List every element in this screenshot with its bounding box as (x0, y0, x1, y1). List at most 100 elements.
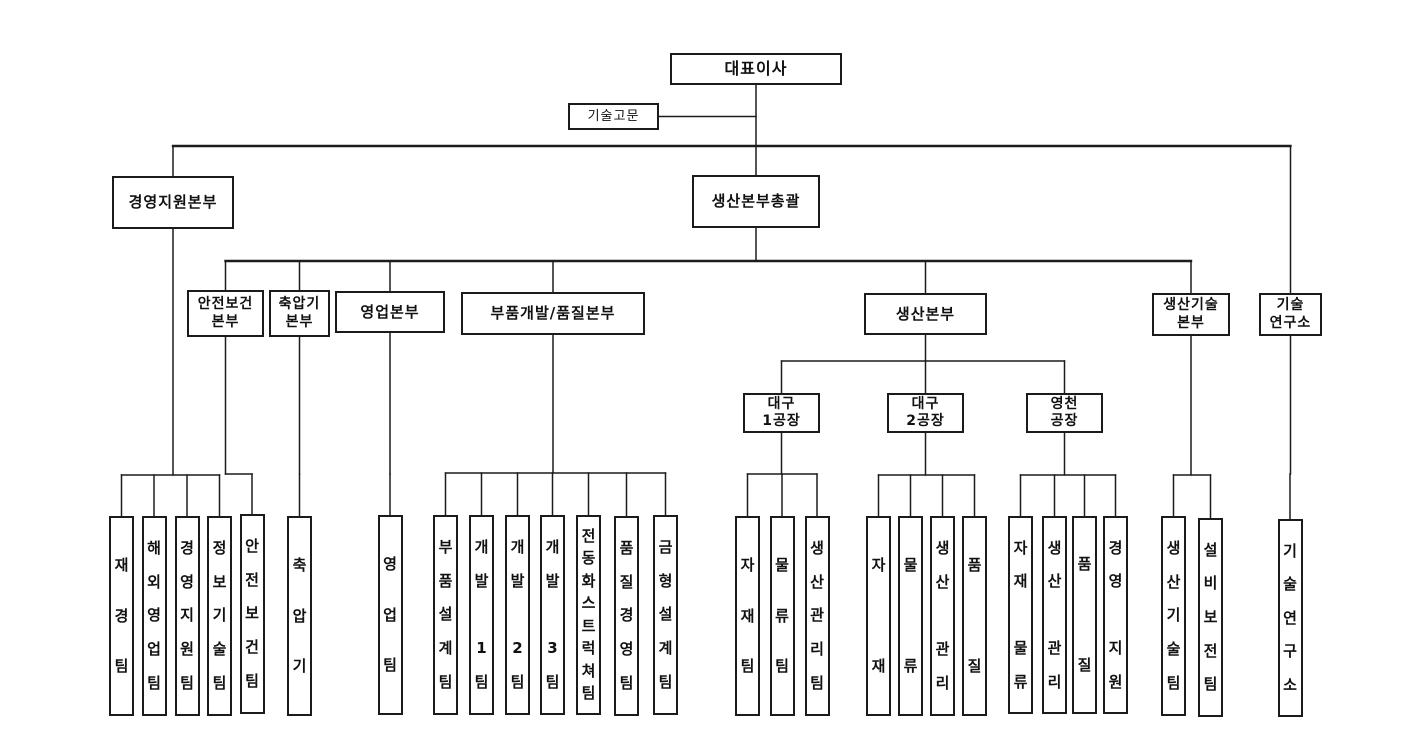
org-node-label: 생산본부총괄 (711, 192, 801, 211)
vertical-label-char: 업 (147, 640, 161, 659)
vertical-label-char: 산 (1047, 572, 1062, 590)
vertical-label-char: 보 (212, 572, 227, 591)
vertical-label-char: 전 (1203, 641, 1218, 660)
vertical-label-char: 구 (1283, 642, 1297, 660)
vertical-label-char: 비 (1203, 574, 1218, 593)
vertical-label-char: 관 (810, 606, 824, 625)
vertical-label-char: 영 (383, 554, 397, 573)
vertical-label-char: 팀 (180, 674, 194, 693)
vertical-label-char: 질 (1077, 655, 1092, 674)
vertical-label-gap (940, 608, 945, 623)
vertical-label-char: 업 (383, 605, 397, 624)
vertical-label-char: 전 (581, 526, 596, 545)
vertical-label-char: 팀 (474, 673, 489, 692)
vertical-label-char: 술 (1283, 575, 1297, 593)
org-node-label: 대구 (911, 395, 940, 412)
vertical-label-char: 팀 (545, 673, 560, 692)
vertical-label-char: 팀 (147, 674, 161, 693)
org-node-label: 본부 (211, 313, 240, 330)
vertical-label-char: 품 (438, 571, 453, 590)
org-node-prod-general-hq: 생산본부총괄 (692, 175, 820, 228)
org-node-label: 공장 (1050, 413, 1079, 429)
org-node-label: 연구소 (1269, 314, 1312, 331)
org-node-mgmt-support-hq: 경영지원본부 (112, 176, 234, 229)
vertical-label-gap (1052, 608, 1057, 623)
vertical-label-gap (876, 609, 881, 624)
vertical-label-char: 물 (903, 555, 918, 574)
vertical-label-char: 산 (810, 572, 824, 591)
vertical-label-char: 품 (619, 538, 634, 557)
vertical-label-char: 물 (1013, 639, 1028, 657)
vertical-label-char: 보 (1203, 607, 1218, 626)
vertical-label-char: 영 (147, 606, 161, 625)
vertical-label-char: 질 (619, 572, 634, 591)
vertical-label-char: 정 (212, 538, 227, 557)
org-node-label: 본부 (1177, 314, 1205, 331)
org-node-quality-d2: 품 질 (962, 516, 987, 716)
vertical-label-char: 팀 (114, 657, 129, 676)
org-node-label: 기술 (1276, 297, 1305, 314)
vertical-label-char: 발 (545, 571, 560, 590)
vertical-label-char: 영 (619, 640, 634, 659)
vertical-label-char: 경 (180, 538, 194, 557)
vertical-label-char: 팀 (581, 684, 596, 703)
vertical-label-char: 질 (967, 657, 982, 676)
vertical-label-char: 팀 (658, 673, 673, 692)
vertical-label-gap (908, 609, 913, 624)
vertical-label-char: 산 (935, 572, 950, 591)
vertical-label-char: 자 (871, 555, 886, 574)
vertical-label-char: 발 (510, 571, 525, 590)
org-node-label: 영천 (1050, 395, 1079, 412)
vertical-label-char: 경 (1108, 538, 1123, 557)
org-node-label: 2공장 (906, 413, 945, 429)
vertical-label-char: 팀 (1166, 674, 1181, 693)
vertical-label-char: 관 (1047, 639, 1062, 657)
vertical-label-char: 기 (292, 657, 307, 676)
vertical-label-char: 안 (245, 536, 259, 555)
vertical-label-char: 부 (438, 537, 453, 556)
vertical-label-char: 생 (1047, 538, 1062, 557)
vertical-label-char: 2 (512, 639, 523, 658)
vertical-label-char: 기 (1166, 606, 1181, 625)
org-node-label: 대표이사 (724, 59, 788, 79)
vertical-label-char: 류 (775, 606, 789, 625)
vertical-label-char: 팀 (212, 674, 227, 693)
vertical-label-char: 술 (1166, 640, 1181, 659)
org-node-label: 1공장 (762, 413, 801, 429)
vertical-label-gap (550, 607, 555, 622)
vertical-label-gap (1113, 608, 1118, 623)
vertical-label-char: 계 (438, 639, 453, 658)
vertical-label-char: 관 (935, 640, 950, 659)
vertical-label-char: 생 (935, 538, 950, 557)
vertical-label-char: 물 (775, 555, 789, 574)
vertical-label-char: 팀 (510, 673, 525, 692)
vertical-label-char: 원 (180, 640, 194, 659)
vertical-label-char: 영 (1108, 572, 1123, 590)
org-node-label: 본부 (285, 313, 314, 330)
vertical-label-char: 리 (935, 674, 950, 693)
vertical-label-char: 외 (147, 572, 161, 591)
vertical-label-char: 축 (292, 555, 307, 574)
org-node-materials-d2: 자 재 (866, 516, 891, 716)
vertical-label-char: 류 (903, 657, 918, 676)
